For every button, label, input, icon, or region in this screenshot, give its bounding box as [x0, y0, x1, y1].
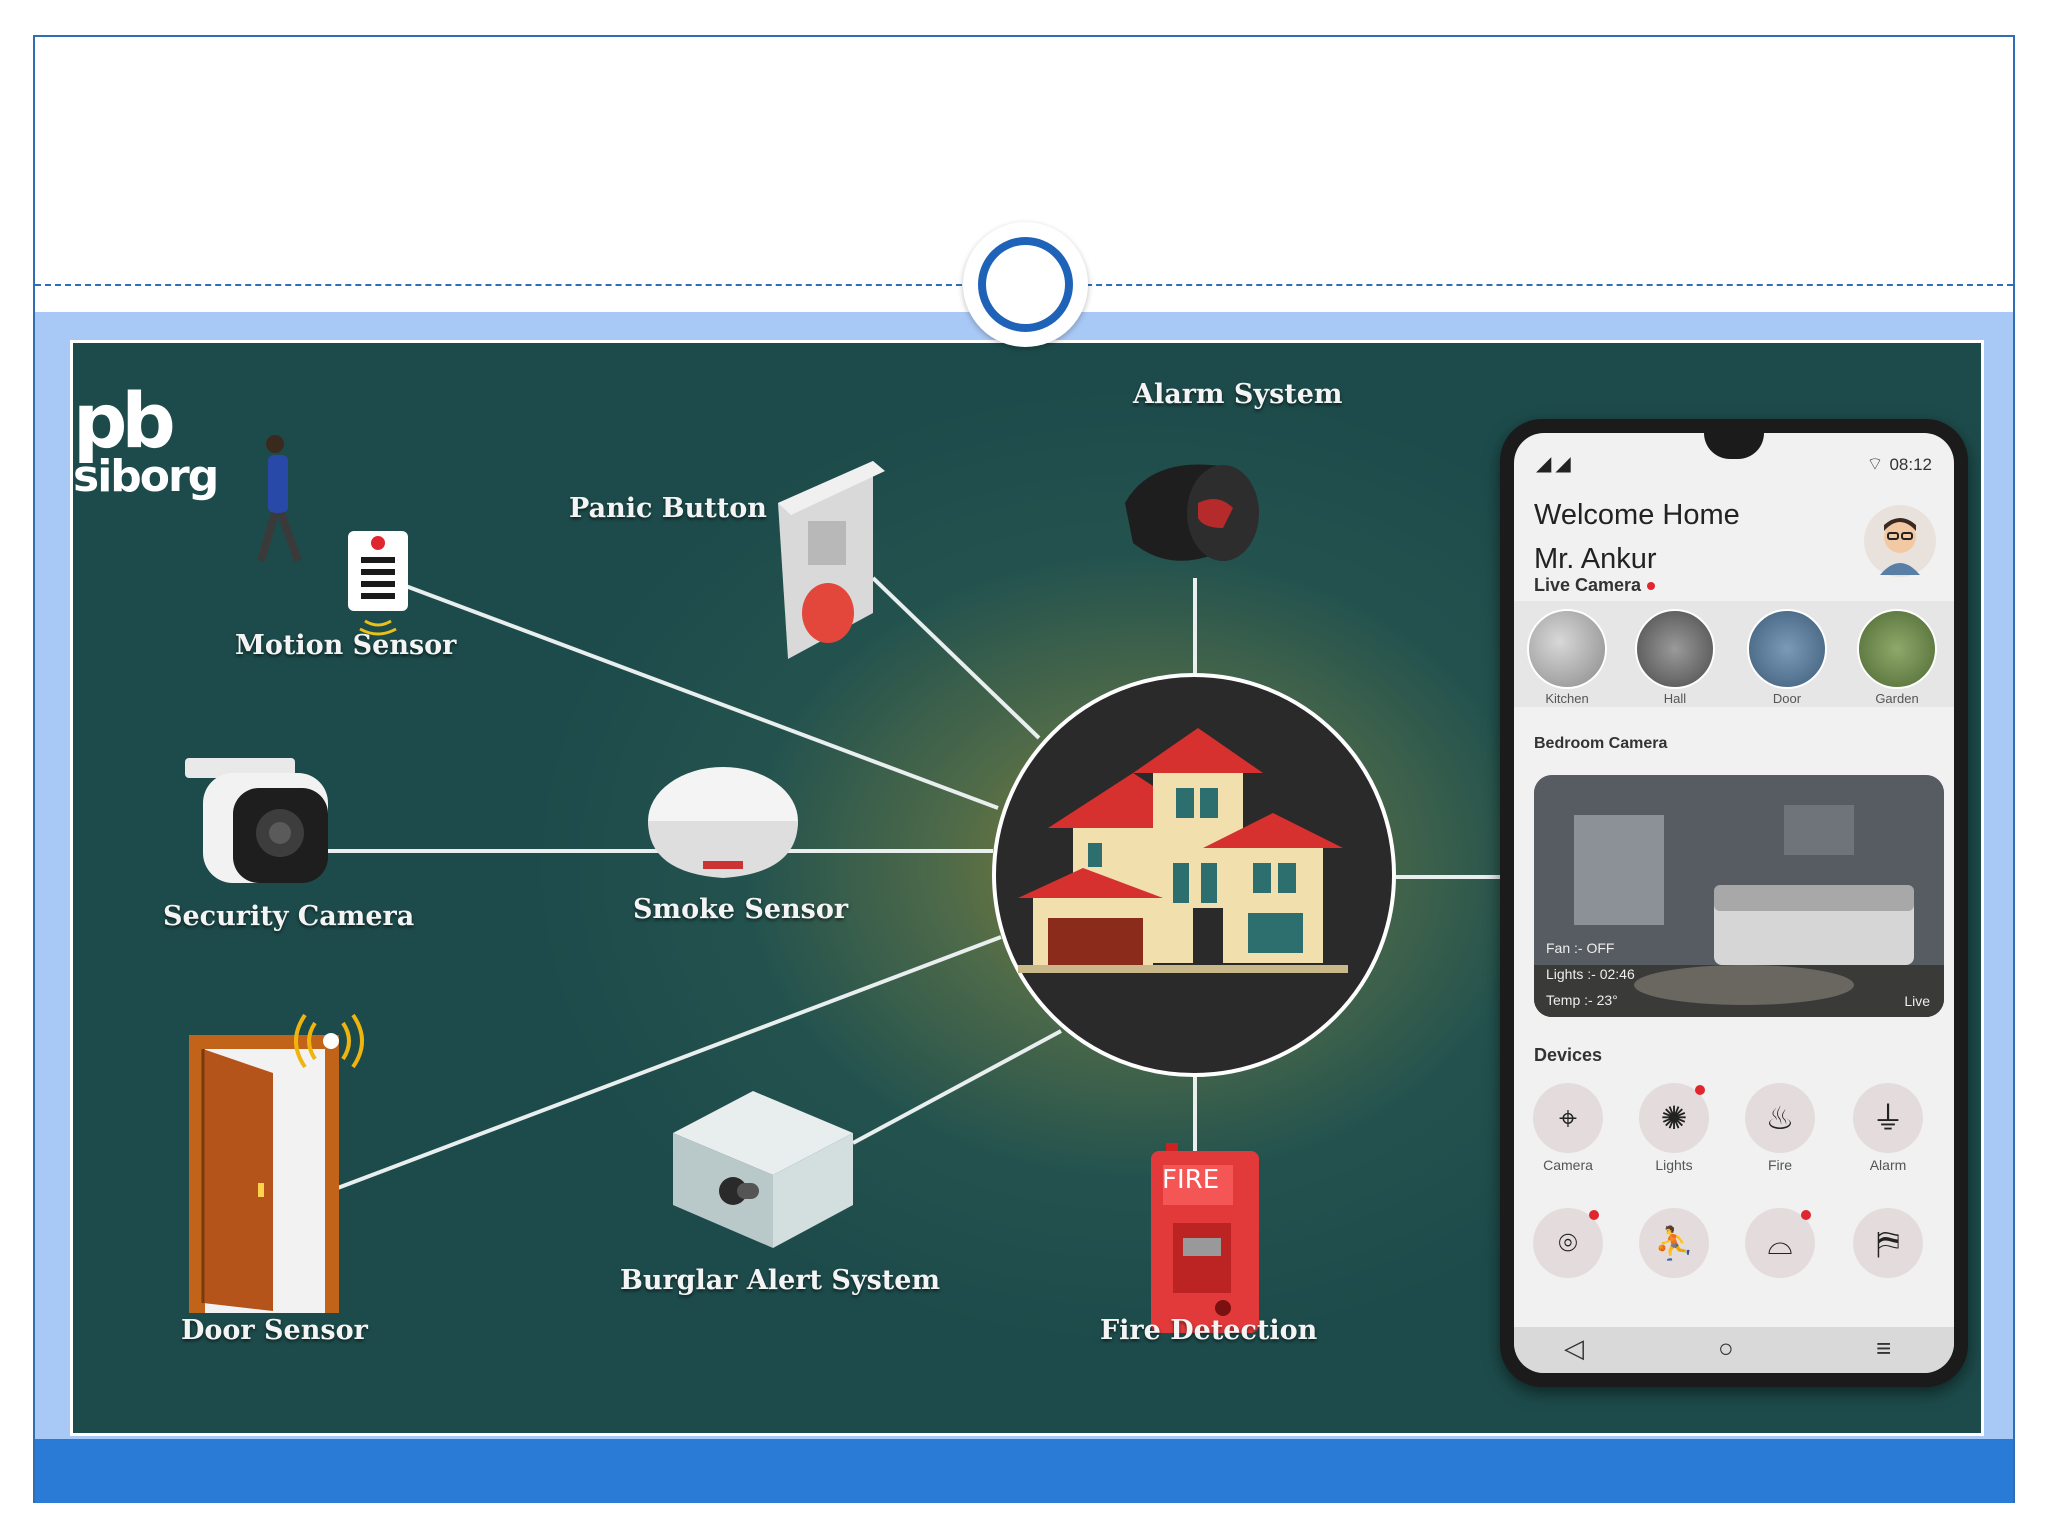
welcome-line-2: Mr. Ankur [1534, 543, 1657, 575]
live-badge: Live [1904, 993, 1930, 1009]
line-panic [871, 576, 1041, 740]
home-icon[interactable]: ○ [1718, 1333, 1734, 1363]
device-lights[interactable]: ✺ Lights [1634, 1083, 1714, 1173]
security-camera-icon [185, 758, 328, 883]
device-motion[interactable]: ⛹ [1634, 1208, 1714, 1278]
signal-icon: ◢◢ [1536, 453, 1575, 475]
circle-icon [978, 237, 1073, 332]
label-fire-detection: Fire Detection [1100, 1315, 1318, 1346]
footer-bar [35, 1439, 2013, 1503]
home-hub [992, 673, 1396, 1077]
alarm-icon: ⏚ [1853, 1083, 1923, 1153]
menu-icon[interactable]: ≡ [1876, 1333, 1892, 1363]
camera-garden[interactable]: Garden [1854, 609, 1940, 706]
camera-kitchen[interactable]: Kitchen [1524, 609, 1610, 706]
lightbulb-icon: ✺ [1639, 1083, 1709, 1153]
fire-sign-text: FIRE [1162, 1165, 1220, 1195]
camera-thumb [1747, 609, 1827, 689]
alert-dot [1695, 1085, 1705, 1095]
bedroom-scene [1534, 775, 1944, 1017]
slide-connector-circle [963, 222, 1088, 347]
smoke-sensor-icon [648, 767, 798, 878]
connection-lines [185, 435, 1503, 1333]
emergency-exit-icon: ⛿ [1853, 1208, 1923, 1278]
alarm-siren-icon [1125, 464, 1259, 561]
bedroom-camera-feed[interactable]: Fan :- OFF Lights :- 02:46 Temp :- 23° L… [1534, 775, 1944, 1017]
user-avatar[interactable] [1864, 505, 1936, 577]
camera-label: Garden [1875, 691, 1919, 706]
label-alarm-system: Alarm System [1133, 379, 1343, 410]
smart-home-diagram: pb siborg [73, 343, 1981, 1433]
live-camera-title-text: Live Camera [1534, 575, 1642, 595]
device-label: Lights [1655, 1157, 1693, 1173]
android-nav-bar: ◁ ○ ≡ [1514, 1327, 1954, 1373]
wifi-icon: ⌔ [1866, 454, 1884, 474]
camera-icon: ⌖ [1533, 1083, 1603, 1153]
location-pin-icon: ⌾ [1533, 1208, 1603, 1278]
logo-text: siborg [73, 451, 219, 502]
clock: 08:12 [1889, 455, 1932, 474]
panic-button-icon [778, 461, 885, 659]
camera-thumb [1857, 609, 1937, 689]
camera-label: Kitchen [1545, 691, 1589, 706]
device-camera[interactable]: ⌖ Camera [1528, 1083, 1608, 1173]
phone-screen: ◢◢ ⌔ 08:12 Welcome Home Mr. Ankur Live Ca… [1514, 433, 1954, 1373]
welcome-message: Welcome Home Mr. Ankur [1534, 493, 1740, 581]
temp-status: Temp :- 23° [1546, 992, 1618, 1008]
lights-status: Lights :- 02:46 [1546, 966, 1635, 982]
line-burglar [852, 1029, 1062, 1145]
label-smoke-sensor: Smoke Sensor [633, 894, 849, 925]
label-burglar-alert: Burglar Alert System [620, 1265, 941, 1296]
smartphone-mockup: ◢◢ ⌔ 08:12 Welcome Home Mr. Ankur Live Ca… [1500, 419, 1968, 1387]
device-label: Camera [1543, 1157, 1593, 1173]
bedroom-stats: Fan :- OFF Lights :- 02:46 Temp :- 23° [1546, 935, 1635, 1013]
camera-thumb [1635, 609, 1715, 689]
alert-dot [1801, 1210, 1811, 1220]
fan-status: Fan :- OFF [1546, 940, 1615, 956]
walking-person-icon: ⛹ [1639, 1208, 1709, 1278]
camera-label: Hall [1663, 691, 1687, 706]
device-label: Alarm [1869, 1157, 1907, 1173]
label-security-camera: Security Camera [163, 901, 415, 932]
house-icon [1018, 728, 1348, 973]
label-motion-sensor: Motion Sensor [235, 630, 457, 661]
phone-notch [1704, 433, 1764, 459]
status-time: ⌔ 08:12 [1867, 453, 1932, 476]
device-exit[interactable]: ⛿ [1848, 1208, 1928, 1278]
line-door [334, 935, 1002, 1191]
camera-hall[interactable]: Hall [1632, 609, 1718, 706]
welcome-line-1: Welcome Home [1534, 499, 1740, 531]
burglar-safe-icon [673, 1091, 853, 1248]
motion-sensor-icon [257, 435, 408, 636]
door-sensor-icon [189, 1013, 364, 1313]
fire-alarm-icon [1151, 1143, 1259, 1333]
smoke-detector-icon: ⌓ [1745, 1208, 1815, 1278]
device-fire[interactable]: ♨ Fire [1740, 1083, 1820, 1173]
label-door-sensor: Door Sensor [181, 1315, 368, 1346]
logo-mark: pb [73, 376, 176, 465]
back-icon[interactable]: ◁ [1564, 1333, 1584, 1363]
flame-icon: ♨ [1745, 1083, 1815, 1153]
company-logo: pb siborg [73, 376, 219, 502]
live-indicator-dot [1647, 582, 1656, 591]
line-motion [402, 583, 999, 810]
bedroom-camera-title: Bedroom Camera [1534, 735, 1668, 752]
device-location[interactable]: ⌾ [1528, 1208, 1608, 1278]
camera-label: Door [1772, 691, 1802, 706]
alert-dot [1589, 1210, 1599, 1220]
camera-door[interactable]: Door [1744, 609, 1830, 706]
live-camera-row: Kitchen Hall Door Garden [1514, 601, 1954, 707]
device-label: Fire [1767, 1157, 1793, 1173]
device-alarm[interactable]: ⏚ Alarm [1848, 1083, 1928, 1173]
device-smoke[interactable]: ⌓ [1740, 1208, 1820, 1278]
label-panic-button: Panic Button [569, 493, 767, 524]
devices-title: Devices [1534, 1045, 1603, 1065]
live-camera-title: Live Camera [1534, 575, 1656, 596]
camera-thumb [1527, 609, 1607, 689]
avatar-face-icon [1880, 518, 1920, 575]
